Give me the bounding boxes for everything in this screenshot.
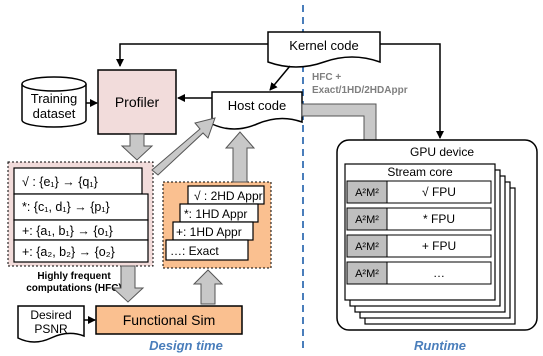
hfc-card-stack: √ : {e₁} → {q₁} *: {c₁, d₁} → {p₁} +: {a… — [13, 167, 149, 263]
arrow-profiler-to-hfc — [120, 133, 154, 161]
arrow-funcsim-to-appr — [192, 269, 224, 305]
core-row-3: A²M² + FPU — [346, 234, 492, 258]
kernel-code-doc: Kernel code — [267, 31, 381, 68]
design-time-label: Design time — [149, 338, 223, 353]
gpu-device-label: GPU device — [410, 145, 474, 159]
profiler-label: Profiler — [115, 94, 160, 110]
core-row-2: A²M² * FPU — [346, 207, 492, 231]
appr-card-3: +: 1HD Appr — [176, 225, 242, 239]
arrow-appr-to-host — [224, 131, 256, 183]
appr-card-2: *: 1HD Appr — [184, 207, 247, 221]
arrow-kernel-to-gpu — [380, 43, 444, 139]
training-dataset-line2: dataset — [33, 106, 76, 121]
hfc-transfer-label-2: Exact/1HD/2HDAppr — [312, 85, 408, 96]
core-row-3-unit: A²M² — [355, 241, 379, 253]
host-code-doc: Host code — [211, 91, 303, 130]
desired-psnr-line1: Desired — [30, 308, 71, 322]
training-dataset-line1: Training — [31, 91, 77, 106]
arrow-kernel-to-profiler — [116, 43, 268, 67]
arrow-hfc-to-funcsim — [111, 265, 145, 303]
training-dataset-cylinder: Training dataset — [21, 76, 87, 128]
arrow-hfc-to-host — [151, 117, 216, 176]
core-row-1-fpu: √ FPU — [422, 185, 456, 199]
runtime-label: Runtime — [414, 338, 466, 353]
hfc-transfer-label-1: HFC + — [312, 72, 341, 83]
core-row-1: A²M² √ FPU — [346, 180, 492, 204]
appr-card-1: √ : 2HD Appr — [194, 189, 263, 203]
hfc-card-3: +: {a₁, b₁} → {o₁} — [22, 224, 113, 238]
core-row-3-fpu: + FPU — [422, 239, 456, 253]
core-row-4-unit: A²M² — [355, 268, 379, 280]
functional-sim-box: Functional Sim — [95, 305, 243, 335]
hfc-card-4: +: {a₂, b₂} → {o₂} — [22, 245, 115, 259]
core-row-2-fpu: * FPU — [423, 212, 455, 226]
functional-sim-label: Functional Sim — [123, 312, 216, 328]
core-row-2-unit: A²M² — [355, 214, 379, 226]
core-row-4: A²M² … — [346, 261, 492, 285]
hfc-caption-line1: Highly frequent — [37, 271, 111, 282]
profiler-box: Profiler — [97, 69, 177, 135]
desired-psnr-doc: Desired PSNR — [17, 305, 85, 343]
kernel-code-label: Kernel code — [289, 38, 358, 53]
core-row-4-fpu: … — [433, 266, 445, 280]
hfc-card-2: *: {c₁, d₁} → {p₁} — [22, 200, 110, 214]
core-row-1-unit: A²M² — [355, 187, 379, 199]
appr-card-4: …: Exact — [170, 244, 219, 258]
hfc-caption-line2: computations (HFC) — [26, 283, 122, 294]
arrow-kernel-to-host — [269, 65, 291, 91]
host-code-label: Host code — [228, 98, 287, 113]
approximation-card-stack: √ : 2HD Appr *: 1HD Appr +: 1HD Appr …: … — [165, 185, 265, 261]
hfc-card-1: √ : {e₁} → {q₁} — [22, 175, 98, 189]
desired-psnr-line2: PSNR — [34, 322, 68, 336]
stream-core-label: Stream core — [387, 165, 453, 179]
